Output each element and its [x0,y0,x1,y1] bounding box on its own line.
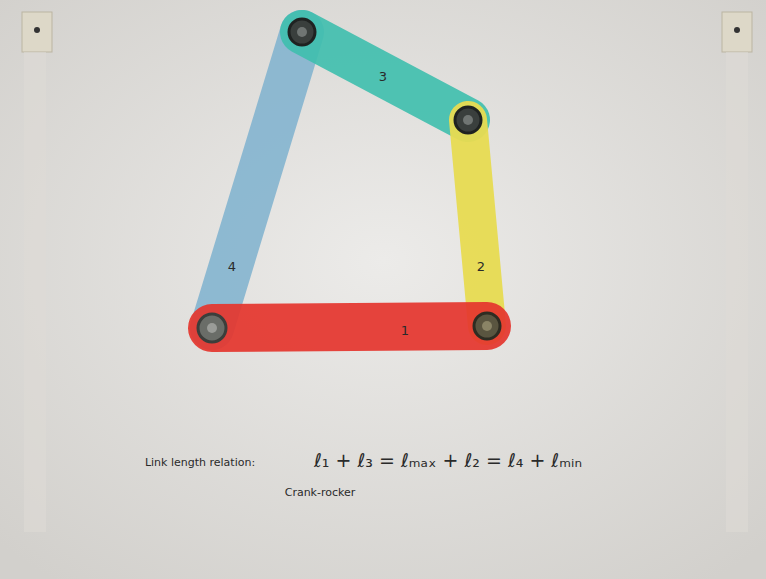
screw [734,27,740,33]
screw [34,27,40,33]
note-text: Link length relation: [145,456,255,469]
formula-text: ℓ₁ + ℓ₃ = ℓₘₐₓ + ℓ₂ = ℓ₄ + ℓₘᵢₙ [314,449,582,471]
pivot [289,19,315,45]
mechanism-type: Crank-rocker [285,486,356,499]
pivot [455,107,481,133]
link-4 [212,32,302,328]
link-3 [302,32,468,120]
link-1 [212,326,487,328]
pivot-pin [207,323,217,333]
link-2 [468,120,487,326]
link-number: 4 [228,259,236,274]
pivot-pin [482,321,492,331]
mount-bracket [22,12,52,52]
link-number: 3 [379,69,387,84]
link-number: 2 [477,259,485,274]
edge-frame [726,52,748,532]
edge-frame [24,52,46,532]
pivot-pin [463,115,473,125]
pivot [198,314,226,342]
link-number: 1 [401,323,409,338]
mount-bracket [722,12,752,52]
pivot [474,313,500,339]
pivot-pin [297,27,307,37]
